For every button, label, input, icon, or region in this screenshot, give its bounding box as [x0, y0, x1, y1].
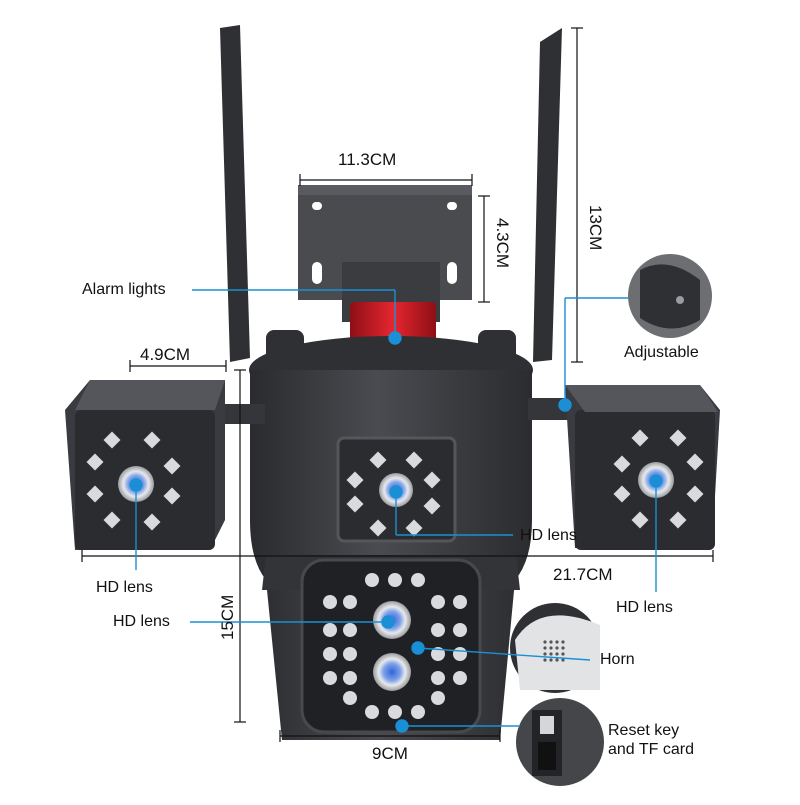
speaker-hole — [549, 640, 553, 644]
speaker-hole — [549, 646, 553, 650]
ir-led — [669, 511, 687, 529]
dimension-lines — [81, 27, 714, 742]
speaker-hole — [561, 646, 565, 650]
speaker-hole — [543, 646, 547, 650]
wall-mount — [298, 185, 472, 322]
speaker-hole — [555, 652, 559, 656]
label-hd-lens-center: HD lens — [520, 527, 577, 544]
antenna-left — [220, 25, 250, 362]
label-hd-lens-front: HD lens — [113, 613, 170, 630]
label-adjustable: Adjustable — [624, 344, 699, 361]
ir-led — [631, 429, 649, 447]
ir-led — [343, 671, 357, 685]
ir-led — [423, 497, 441, 515]
speaker-hole — [549, 658, 553, 662]
camera-lens — [373, 653, 411, 691]
ir-led — [453, 647, 467, 661]
dim-total-width: 21.7CM — [553, 565, 613, 584]
horn-inset — [510, 603, 600, 693]
ir-led — [631, 511, 649, 529]
ir-led — [103, 431, 121, 449]
speaker-hole — [543, 658, 547, 662]
speaker-hole — [555, 640, 559, 644]
label-alarm-lights: Alarm lights — [82, 281, 166, 298]
ir-led — [163, 457, 181, 475]
ir-led — [431, 647, 445, 661]
speaker-hole — [555, 646, 559, 650]
ir-led — [343, 691, 357, 705]
dim-front-width: 9CM — [372, 744, 408, 763]
label-hd-lens-right: HD lens — [616, 599, 673, 616]
ir-led — [453, 595, 467, 609]
ir-led — [346, 495, 364, 513]
antenna-right — [533, 28, 562, 362]
ir-led — [431, 623, 445, 637]
ir-led — [369, 519, 387, 537]
dim-body-height: 15CM — [218, 594, 237, 640]
ir-led — [411, 705, 425, 719]
ir-led — [323, 595, 337, 609]
ir-led — [343, 647, 357, 661]
dim-mount-height: 4.3CM — [493, 218, 512, 269]
adjustable-inset — [628, 254, 712, 338]
ir-led — [613, 455, 631, 473]
label-horn: Horn — [600, 651, 635, 668]
dim-side-camera-width: 4.9CM — [140, 345, 191, 364]
ir-led — [323, 647, 337, 661]
ir-led — [405, 519, 423, 537]
ir-led — [431, 595, 445, 609]
ir-led — [143, 513, 161, 531]
ir-led — [669, 429, 687, 447]
ir-led — [163, 487, 181, 505]
reset-inset — [516, 698, 604, 786]
left-camera — [65, 380, 225, 550]
speaker-hole — [555, 658, 559, 662]
ir-led — [613, 485, 631, 503]
ir-led — [365, 573, 379, 587]
label-tf-card: and TF card — [608, 741, 694, 758]
callout-lines — [129, 289, 663, 733]
ir-led — [343, 623, 357, 637]
speaker-hole — [561, 658, 565, 662]
ir-led — [103, 511, 121, 529]
ir-led — [323, 623, 337, 637]
ir-led — [143, 431, 161, 449]
led-group — [86, 429, 704, 719]
ir-led — [411, 573, 425, 587]
ir-led — [686, 485, 704, 503]
dim-antenna-height: 13CM — [586, 205, 605, 251]
speaker-hole — [561, 640, 565, 644]
ir-led — [86, 453, 104, 471]
speaker-hole — [561, 652, 565, 656]
ir-led — [423, 471, 441, 489]
label-reset-key: Reset key — [608, 722, 680, 739]
label-hd-lens-left: HD lens — [96, 579, 153, 596]
ir-led — [365, 705, 379, 719]
ir-led — [453, 623, 467, 637]
front-panel — [300, 558, 482, 734]
ir-led — [431, 691, 445, 705]
dim-mount-width: 11.3CM — [338, 150, 397, 169]
ir-led — [346, 471, 364, 489]
ir-led — [405, 451, 423, 469]
ir-led — [86, 485, 104, 503]
speaker-hole — [549, 652, 553, 656]
ir-led — [388, 573, 402, 587]
ir-led — [388, 705, 402, 719]
ir-led — [323, 671, 337, 685]
speaker-hole — [543, 652, 547, 656]
ir-led — [686, 453, 704, 471]
ir-led — [453, 671, 467, 685]
ir-led — [369, 451, 387, 469]
ir-led — [431, 671, 445, 685]
speaker-hole — [543, 640, 547, 644]
ir-led — [343, 595, 357, 609]
